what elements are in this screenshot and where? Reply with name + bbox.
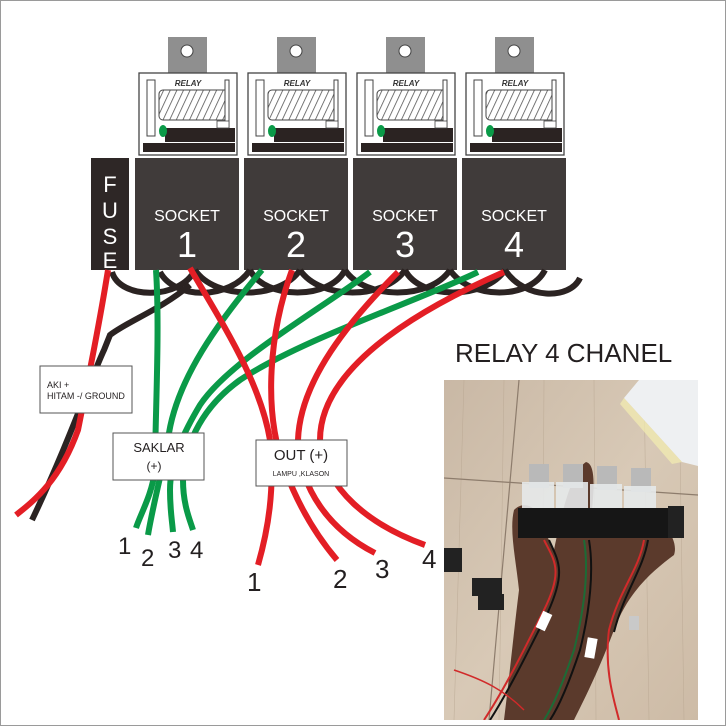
- diode-icon: [159, 125, 167, 137]
- socket-number: 1: [177, 224, 197, 265]
- diode-icon: [268, 125, 276, 137]
- relay: RELAY: [356, 37, 456, 156]
- fuse-letter: U: [102, 198, 118, 223]
- coil-icon: [485, 89, 557, 121]
- relay: RELAY: [247, 37, 347, 156]
- socket-number: 4: [504, 224, 524, 265]
- switch-wire-number: 2: [141, 545, 154, 572]
- relay-label: RELAY: [502, 79, 529, 88]
- relay: RELAY: [138, 37, 238, 156]
- output-wire-number: 4: [422, 544, 436, 574]
- harness-photo: [444, 380, 698, 720]
- fuse-letter: S: [103, 224, 118, 249]
- diode-icon: [377, 125, 385, 137]
- mount-hole-icon: [507, 44, 521, 58]
- diode-icon: [486, 125, 494, 137]
- coil-icon: [376, 89, 448, 121]
- switch-label-line1: SAKLAR: [133, 440, 184, 455]
- green-wire: [145, 268, 265, 536]
- output-label-line2: LAMPU ,KLASON: [273, 471, 329, 478]
- switch-label-box: SAKLAR (+): [112, 432, 205, 481]
- red-wire: [316, 269, 506, 548]
- fuse-letter: F: [103, 172, 116, 197]
- socket-label: SOCKET: [372, 208, 438, 225]
- battery-label-box: AKI + HITAM -/ GROUND: [39, 365, 133, 414]
- green-wire: [179, 269, 480, 531]
- mount-hole-icon: [180, 44, 194, 58]
- black-wire: [402, 268, 508, 296]
- black-wire: [109, 268, 198, 296]
- switch-wire-number: 3: [168, 537, 181, 564]
- output-wire-number: 1: [247, 567, 261, 597]
- relay-label: RELAY: [284, 79, 311, 88]
- relay-label: RELAY: [393, 79, 420, 88]
- output-label-line1: OUT (+): [274, 447, 328, 464]
- output-wire-number: 2: [333, 564, 347, 594]
- switch-wire-number: 4: [190, 537, 203, 564]
- socket-label: SOCKET: [481, 208, 547, 225]
- battery-label-line2: HITAM -/ GROUND: [47, 391, 125, 401]
- fuse-letter: E: [103, 248, 118, 273]
- black-wire: [502, 268, 583, 297]
- socket-number: 3: [395, 224, 415, 265]
- black-wire: [297, 268, 408, 296]
- black-wire: [342, 268, 453, 296]
- coil-icon: [267, 89, 339, 121]
- output-label-box: OUT (+) LAMPU ,KLASON: [255, 439, 348, 487]
- socket-number: 2: [286, 224, 306, 265]
- mount-hole-icon: [289, 44, 303, 58]
- switch-label-line2: (+): [147, 459, 162, 473]
- output-wire-number: 3: [375, 554, 389, 584]
- green-wire: [166, 269, 372, 533]
- battery-label-line1: AKI +: [47, 380, 69, 390]
- relay-label: RELAY: [175, 79, 202, 88]
- fuse-block: F U S E: [91, 158, 129, 273]
- socket-label: SOCKET: [263, 208, 329, 225]
- relay: RELAY: [465, 37, 565, 156]
- coil-icon: [158, 89, 230, 121]
- mount-hole-icon: [398, 44, 412, 58]
- diagram-title: RELAY 4 CHANEL: [455, 338, 672, 368]
- socket-label: SOCKET: [154, 208, 220, 225]
- battery-red-wire: [14, 269, 111, 518]
- switch-wire-number: 1: [118, 533, 131, 560]
